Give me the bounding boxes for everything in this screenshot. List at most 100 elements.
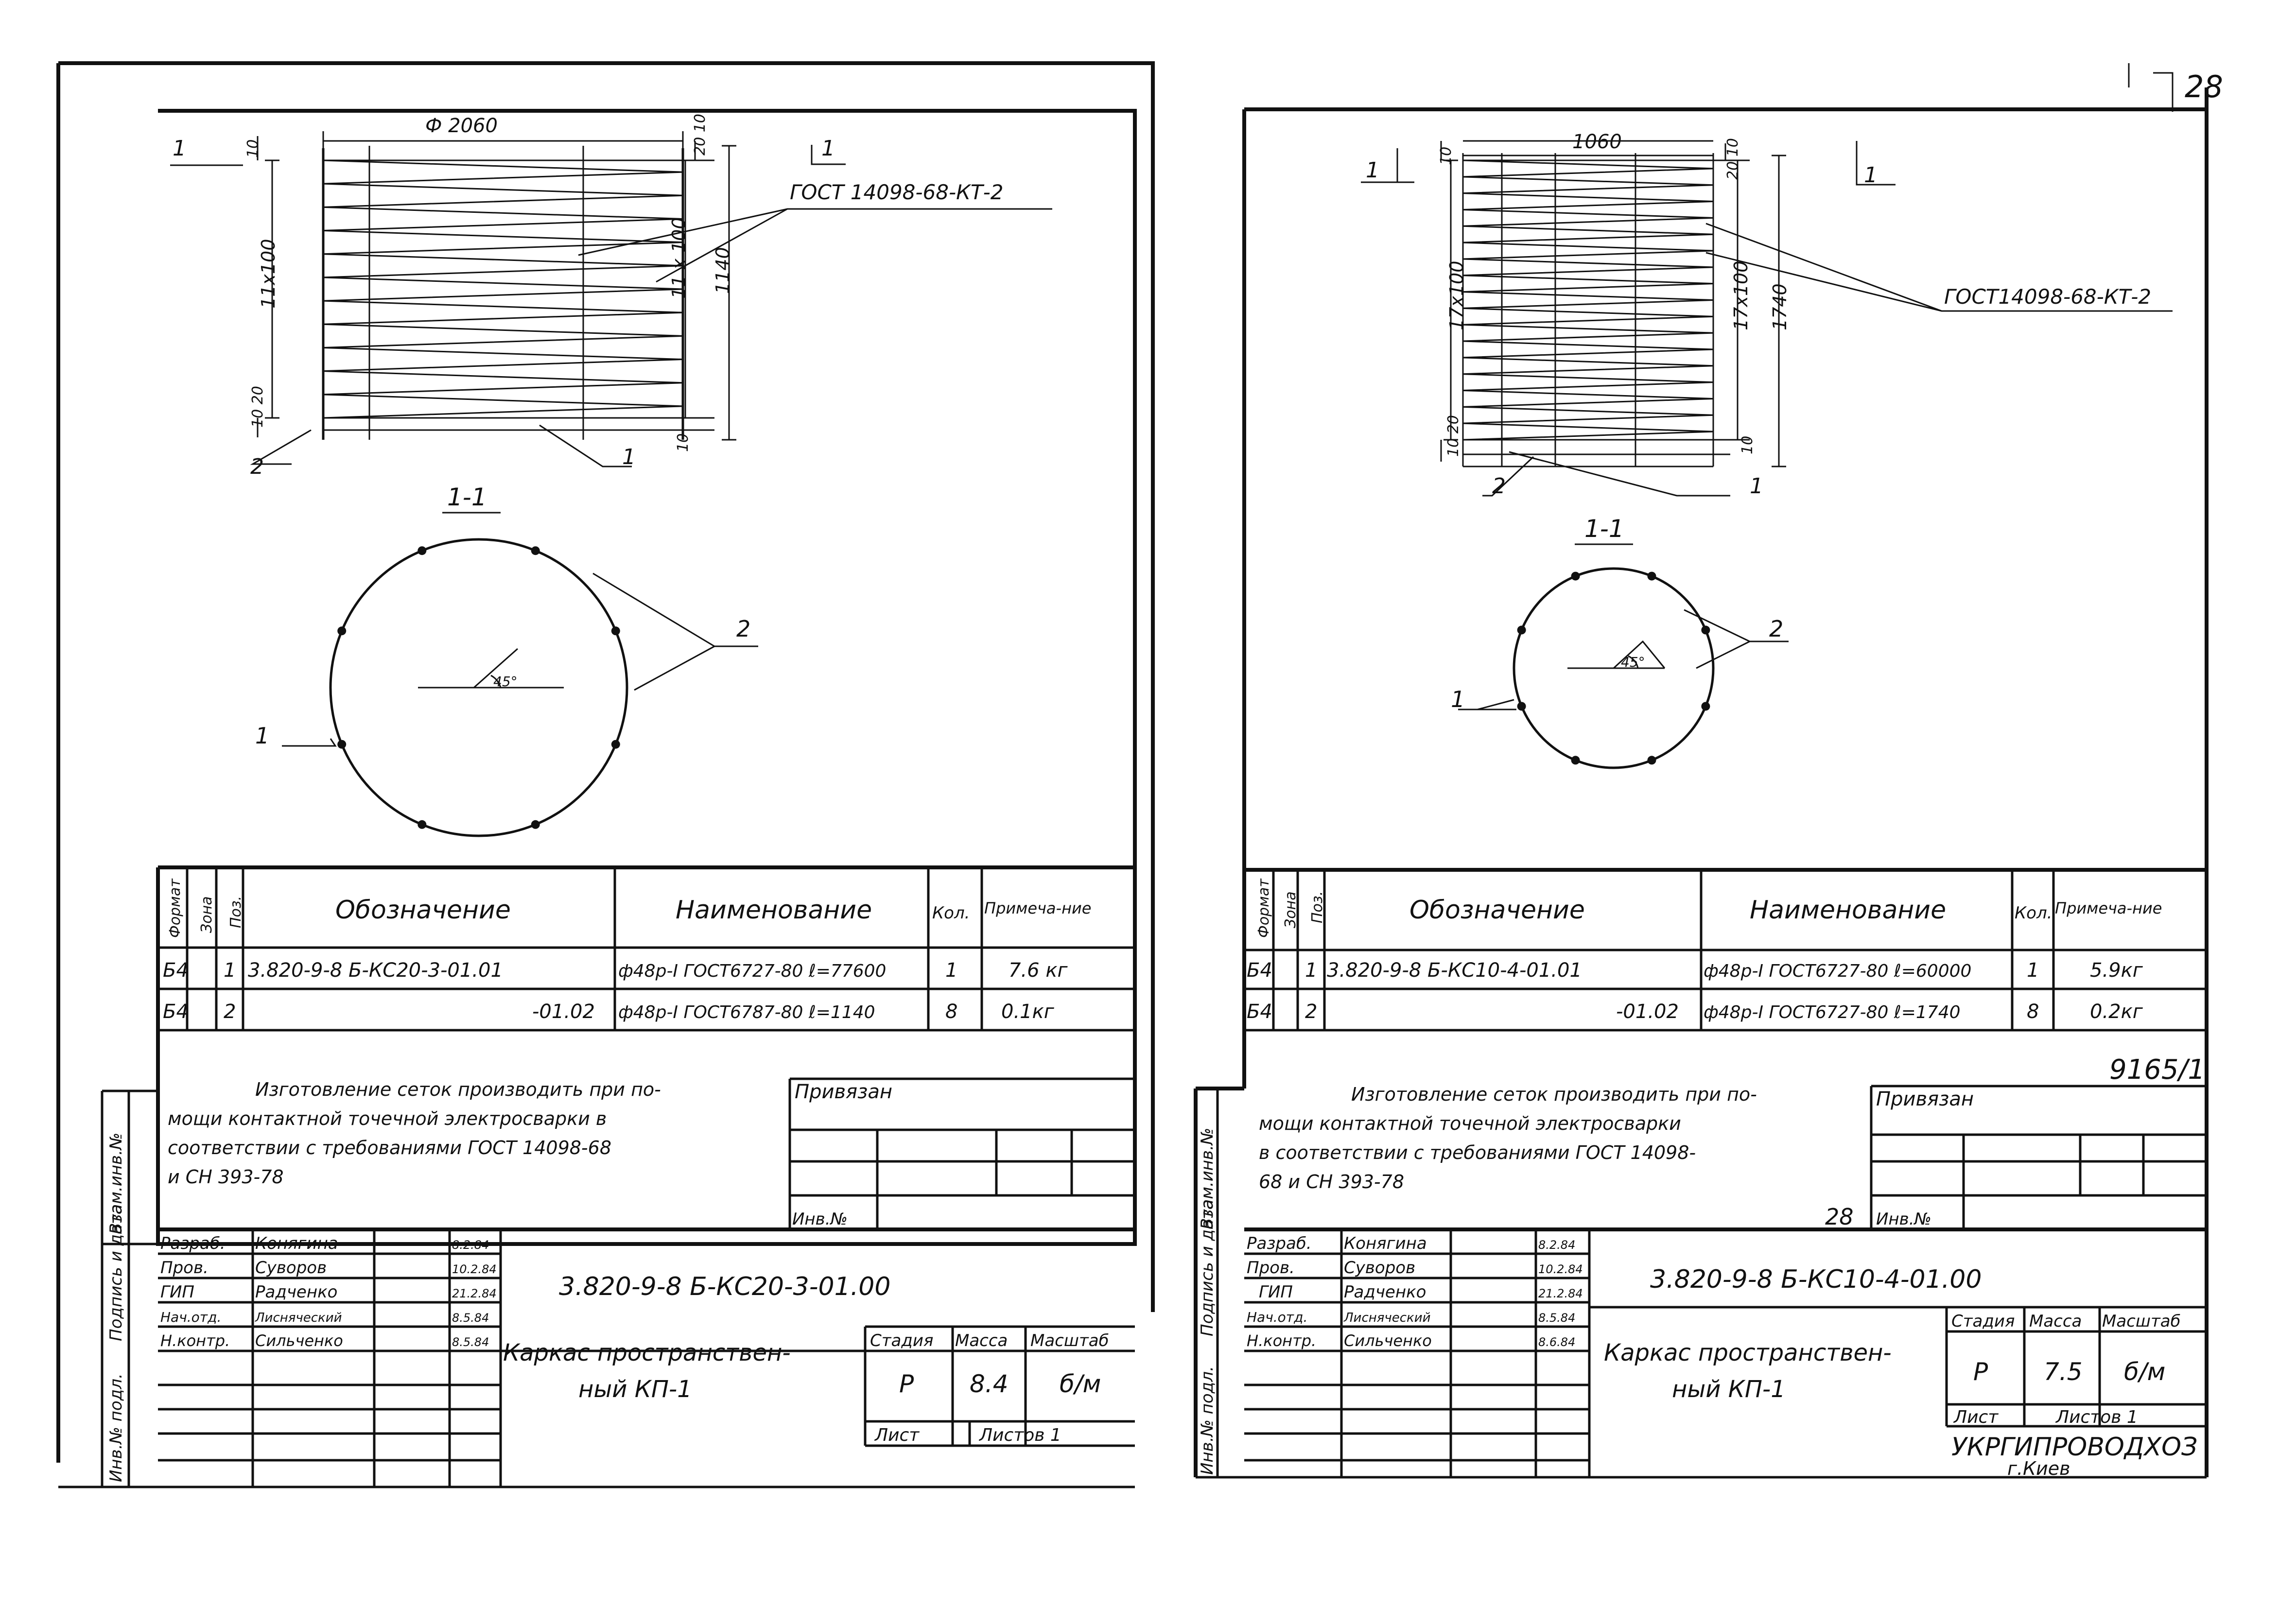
left-sign-date-4: 8.5.84	[452, 1311, 489, 1325]
left-plan-right-dim-a: 11 х 100	[668, 217, 690, 299]
left-sign-name-5: Сильченко	[255, 1331, 343, 1350]
right-spec-h-zone: Зона	[1282, 891, 1299, 928]
left-stage-value: Р	[899, 1370, 914, 1398]
right-tie-label: Привязан	[1876, 1088, 1974, 1110]
left-spec-r2-designation: -01.02	[532, 1001, 595, 1023]
right-section-pos2: 2	[1769, 616, 1783, 642]
left-sign-date-2: 10.2.84	[452, 1262, 497, 1276]
right-sign-date-3: 21.2.84	[1538, 1287, 1583, 1300]
page-number-top: 28	[2185, 69, 2223, 104]
section-view-left: 1-1 45° 2 1	[255, 483, 758, 837]
left-sheets-label: Листов 1	[978, 1425, 1061, 1445]
right-plan-section-mark-a: 1	[1366, 158, 1379, 183]
left-spec-h-name: Наименование	[676, 896, 872, 925]
right-mass-value: 7.5	[2044, 1358, 2083, 1386]
left-sign-role-1: Разраб.	[160, 1234, 226, 1253]
right-plan-bottom-dim-a: 10 20	[1445, 415, 1462, 457]
right-note-line-1: Изготовление сеток производить при по-	[1351, 1084, 1757, 1105]
left-spec-h-format: Формат	[167, 878, 184, 938]
right-sign-role-1: Разраб.	[1247, 1234, 1312, 1253]
bar-dot	[1701, 702, 1710, 711]
right-sign-name-5: Сильченко	[1344, 1331, 1432, 1350]
left-sign-date-1: 8.2.84	[452, 1238, 489, 1252]
right-stage-h-scale: Масштаб	[2102, 1312, 2181, 1331]
left-inv-label: Инв.№	[792, 1210, 848, 1229]
right-plan-left-dim: 17х100	[1446, 261, 1467, 330]
title-block-left: Разраб. Конягина 8.2.84 Пров. Суворов 10…	[58, 1227, 1135, 1488]
left-sign-date-5: 8.5.84	[452, 1335, 489, 1349]
right-spec-r2-name: ф48р-I ГОСТ6727-80 ℓ=1740	[1704, 1002, 1961, 1022]
left-note-line-2: мощи контактной точечной электросварки в	[168, 1108, 607, 1129]
bar-dot	[417, 820, 427, 829]
right-spec-h-qty: Кол.	[2015, 903, 2052, 923]
plan-view-left: Ф 2060 10 20 10 11х100 11 х 100 1140 10 …	[170, 114, 1052, 479]
right-sign-name-1: Конягина	[1344, 1234, 1427, 1253]
right-sign-date-5: 8.6.84	[1538, 1335, 1575, 1349]
bar-dot	[337, 626, 347, 636]
left-note-line-1: Изготовление сеток производить при по-	[255, 1079, 661, 1100]
right-section-pos1: 1	[1451, 686, 1465, 712]
right-spec-h-name: Наименование	[1750, 896, 1946, 925]
right-stage-value: Р	[1973, 1358, 1988, 1386]
left-spec-r1-qty: 1	[945, 959, 957, 982]
left-side-label-sign: Подпись и дата	[106, 1204, 126, 1341]
right-spec-h-pos: Поз.	[1309, 891, 1326, 923]
right-spec-r1-qty: 1	[2027, 959, 2039, 982]
right-section-angle: 45°	[1621, 654, 1645, 670]
left-sign-name-4: Лисняческий	[255, 1311, 342, 1325]
bar-dot	[1571, 756, 1580, 765]
bar-dot	[1647, 571, 1656, 581]
right-spec-r2-note: 0.2кг	[2090, 1001, 2143, 1023]
right-plan-top-dim-a: 10	[1438, 147, 1455, 165]
left-scale-value: б/м	[1060, 1370, 1101, 1398]
left-section-pos1: 1	[255, 723, 269, 749]
left-plan-bottom-dim-a: 10 20	[249, 386, 266, 428]
right-plan-gost: ГОСТ14098-68-КТ-2	[1944, 285, 2151, 309]
right-spec-h-format: Формат	[1255, 878, 1272, 938]
bar-dot	[611, 626, 620, 636]
left-section-pos2: 2	[736, 616, 750, 642]
right-plan-top-dim-b: 20 10	[1724, 138, 1741, 180]
left-side-label-inv: Инв.№ подл.	[106, 1373, 126, 1482]
left-stage-h-stage: Стадия	[870, 1331, 933, 1350]
section-view-right: 1-1 45° 2 1	[1451, 515, 1789, 769]
right-spec-r1-format: Б4	[1247, 959, 1272, 982]
right-spec-r2-qty: 8	[2027, 1001, 2039, 1023]
right-sign-role-5: Н.контр.	[1247, 1331, 1316, 1350]
right-spec-r2-format: Б4	[1247, 1001, 1272, 1023]
left-spec-r2-format: Б4	[163, 1001, 189, 1023]
right-note-line-3: в соответствии с требованиями ГОСТ 14098…	[1259, 1142, 1696, 1163]
right-plan-right-dim-a: 17х100	[1730, 261, 1752, 330]
right-spec-r1-note: 5.9кг	[2090, 959, 2143, 982]
left-sign-date-3: 21.2.84	[452, 1287, 497, 1300]
notes-left: Изготовление сеток производить при по- м…	[168, 1079, 661, 1188]
right-sign-name-4: Лисняческий	[1343, 1311, 1431, 1325]
bar-dot	[337, 740, 347, 749]
left-spec-r2-note: 0.1кг	[1001, 1001, 1055, 1023]
left-plan-gost: ГОСТ 14098-68-КТ-2	[790, 180, 1004, 204]
left-stage-h-scale: Масштаб	[1030, 1331, 1109, 1350]
right-sign-role-3: ГИП	[1259, 1282, 1293, 1302]
right-spec-r2-pos: 2	[1305, 1001, 1317, 1023]
right-scale-value: б/м	[2124, 1358, 2165, 1386]
sheet-right: 1060 10 20 10 17х100 17х100 1740 10 20 1…	[1194, 87, 2209, 1479]
left-note-line-4: и СН 393-78	[168, 1166, 284, 1188]
left-spec-h-designation: Обозначение	[335, 896, 511, 925]
right-spec-r1-pos: 1	[1305, 959, 1317, 982]
left-section-title: 1-1	[447, 483, 487, 511]
left-sign-role-4: Нач.отд.	[160, 1309, 221, 1325]
right-sign-date-2: 10.2.84	[1538, 1262, 1583, 1276]
bar-dot	[1517, 625, 1526, 635]
left-plan-top-dim-a: 10	[244, 139, 261, 158]
left-spec-r2-pos: 2	[224, 1001, 236, 1023]
right-sign-role-2: Пров.	[1247, 1258, 1295, 1278]
left-sheet-label: Лист	[874, 1425, 920, 1445]
right-note-line-2: мощи контактной точечной электросварки	[1259, 1113, 1681, 1134]
right-side-label-sign: Подпись и дата	[1198, 1199, 1217, 1336]
left-sign-role-5: Н.контр.	[160, 1331, 230, 1350]
right-section-title: 1-1	[1584, 515, 1624, 543]
right-doc-number: 9165/1	[2109, 1054, 2205, 1086]
bar-dot	[417, 546, 427, 555]
left-doc-code: 3.820-9-8 Б-КС20-3-01.00	[559, 1272, 890, 1301]
right-sheets-label: Листов 1	[2055, 1407, 2138, 1427]
